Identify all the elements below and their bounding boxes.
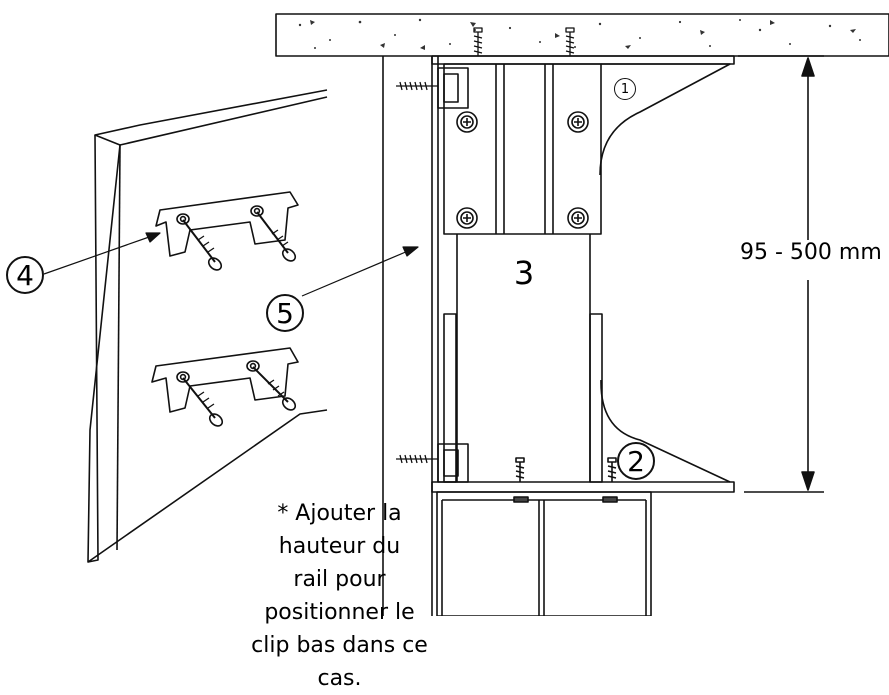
- note-line: clip bas dans ce cas.: [251, 633, 428, 691]
- rail: [436, 491, 652, 616]
- wall-screws: [396, 81, 438, 464]
- leader-lines: [43, 232, 419, 297]
- wall-clip-upper: [155, 191, 299, 271]
- installation-diagram: [43, 13, 889, 616]
- phillips-screw-heads: [456, 111, 589, 229]
- upper-clip: [431, 55, 735, 235]
- ceiling-screws: [473, 27, 575, 56]
- callout-4: 4: [6, 256, 44, 294]
- wall-clip-lower: [151, 347, 299, 427]
- note-line: * Ajouter la hauteur du: [277, 501, 402, 559]
- lower-clip: [431, 379, 735, 493]
- callout-2: 2: [617, 442, 655, 480]
- note-line: rail pour positionner le: [264, 567, 415, 625]
- wall-board: [87, 89, 328, 563]
- callout-1: 1: [614, 78, 636, 100]
- installation-note: * Ajouter la hauteur du rail pour positi…: [232, 497, 447, 695]
- callout-3: 3: [505, 254, 543, 292]
- ceiling-slab: [275, 13, 889, 57]
- dimension-line: [738, 55, 824, 493]
- dimension-label: 95 - 500 mm: [738, 240, 884, 265]
- callout-5: 5: [266, 294, 304, 332]
